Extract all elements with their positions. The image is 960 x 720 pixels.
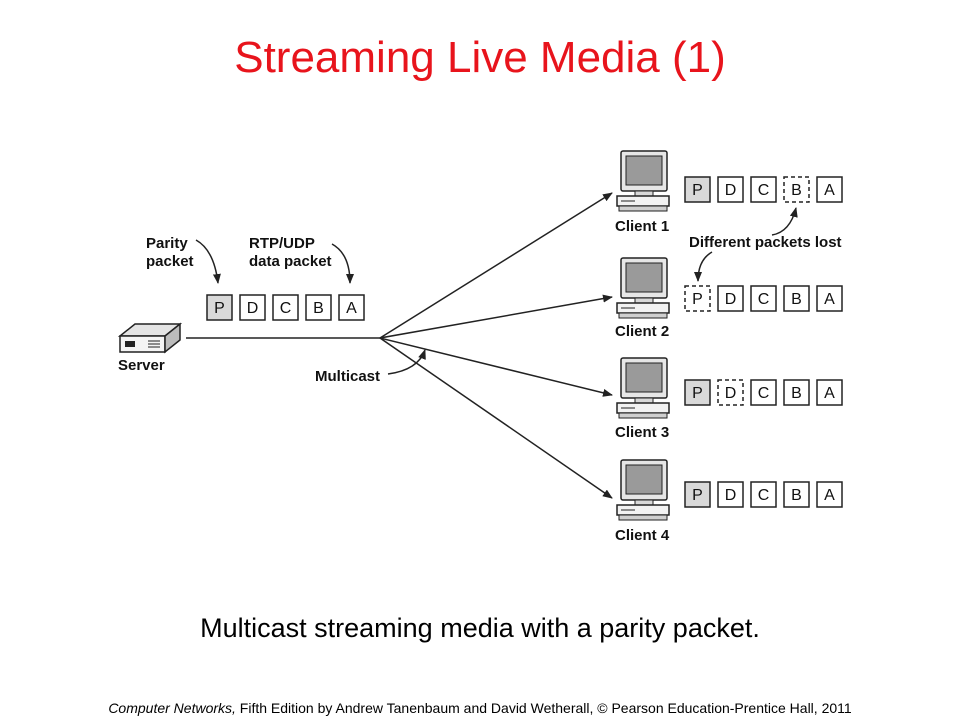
- client-2-computer-icon: [616, 257, 670, 319]
- client-3-packet-a: [816, 379, 843, 406]
- client-4-label: Client 4: [615, 527, 670, 544]
- footer-citation-text: Fifth Edition by Andrew Tanenbaum and Da…: [235, 700, 852, 716]
- multicast-pointer-arrow: [387, 349, 426, 375]
- client-3-label: Client 3: [615, 424, 669, 441]
- multicast-line-client-1: [379, 192, 613, 339]
- client-4-packet-p: [684, 481, 711, 508]
- lost-pointer-to-client-2: [694, 251, 713, 282]
- client-packet-rows: P D C B A P D C B A P D C B A P D C B A: [684, 176, 843, 508]
- client-3-packet-d-lost: [717, 379, 744, 406]
- multicast-diagram: Server P D C B A Parity packet RTP/UDP d…: [117, 150, 843, 544]
- client-3-packet-c: [750, 379, 777, 406]
- stream-packets: P D C B A: [206, 294, 365, 321]
- footer-book-title: Computer Networks,: [108, 700, 236, 716]
- client-4-packet-a-label: A: [824, 487, 835, 504]
- slide-title: Streaming Live Media (1): [234, 33, 726, 82]
- figure-caption: Multicast streaming media with a parity …: [200, 613, 760, 643]
- client-4-packet-p-label: P: [692, 487, 703, 504]
- multicast-line-client-3: [379, 337, 613, 397]
- client-2-label: Client 2: [615, 323, 669, 340]
- client-2-packet-p-label: P: [692, 291, 703, 308]
- client-2-packet-b: [783, 285, 810, 312]
- stream-packet-c: [272, 294, 299, 321]
- client-1-packet-a-label: A: [824, 182, 835, 199]
- client-2-packet-p-lost: [684, 285, 711, 312]
- client-1-packet-a: [816, 176, 843, 203]
- client-1-packet-p: [684, 176, 711, 203]
- stream-packet-b: [305, 294, 332, 321]
- client-4-packet-c: [750, 481, 777, 508]
- client-2-packet-c: [750, 285, 777, 312]
- stream-packet-p-label: P: [214, 300, 225, 317]
- stream-packet-a-label: A: [346, 300, 357, 317]
- multicast-line-client-2: [379, 294, 613, 339]
- client-2-packet-a-label: A: [824, 291, 835, 308]
- client-1-packet-d: [717, 176, 744, 203]
- client-4-packet-b-label: B: [791, 487, 802, 504]
- client-2-packet-a: [816, 285, 843, 312]
- client-1-label: Client 1: [615, 218, 669, 235]
- stream-packet-d: [239, 294, 266, 321]
- client-1-packet-c-label: C: [758, 182, 770, 199]
- stream-packet-a: [338, 294, 365, 321]
- stream-packet-d-label: D: [247, 300, 259, 317]
- client-3-packet-b: [783, 379, 810, 406]
- client-2-packet-d: [717, 285, 744, 312]
- client-2-packet-b-label: B: [791, 291, 802, 308]
- stream-packet-b-label: B: [313, 300, 324, 317]
- client-3-packet-a-label: A: [824, 385, 835, 402]
- footer-citation: Computer Networks, Fifth Edition by Andr…: [0, 699, 960, 717]
- parity-pointer-arrow: [195, 239, 221, 284]
- client-3-packet-d-label: D: [725, 385, 737, 402]
- stream-packet-c-label: C: [280, 300, 292, 317]
- lost-pointer-to-client-1: [771, 207, 798, 236]
- server-label: Server: [118, 357, 165, 374]
- parity-packet-label-line1: Parity: [146, 235, 188, 252]
- client-1-packet-b-lost: [783, 176, 810, 203]
- stream-packet-p: [206, 294, 233, 321]
- client-1-computer-icon: [616, 150, 670, 212]
- server-icon: [117, 322, 183, 354]
- client-4-packet-d-label: D: [725, 487, 737, 504]
- client-1-packet-d-label: D: [725, 182, 737, 199]
- client-4-computer-icon: [616, 459, 670, 521]
- multicast-label: Multicast: [315, 368, 380, 385]
- client-3-packet-c-label: C: [758, 385, 770, 402]
- rtp-pointer-arrow: [331, 243, 354, 284]
- client-1-packet-p-label: P: [692, 182, 703, 199]
- rtp-udp-label-line1: RTP/UDP: [249, 235, 315, 252]
- client-1-packet-b-label: B: [791, 182, 802, 199]
- client-1-packet-c: [750, 176, 777, 203]
- client-4-packet-c-label: C: [758, 487, 770, 504]
- client-3-computer-icon: [616, 357, 670, 419]
- client-4-packet-b: [783, 481, 810, 508]
- client-2-packet-d-label: D: [725, 291, 737, 308]
- client-3-packet-b-label: B: [791, 385, 802, 402]
- client-4-packet-a: [816, 481, 843, 508]
- rtp-udp-label-line2: data packet: [249, 253, 332, 270]
- client-3-packet-p-label: P: [692, 385, 703, 402]
- different-packets-lost-label: Different packets lost: [689, 234, 842, 251]
- multicast-line-client-4: [379, 337, 613, 499]
- client-4-packet-d: [717, 481, 744, 508]
- client-2-packet-c-label: C: [758, 291, 770, 308]
- client-3-packet-p: [684, 379, 711, 406]
- parity-packet-label-line2: packet: [146, 253, 194, 270]
